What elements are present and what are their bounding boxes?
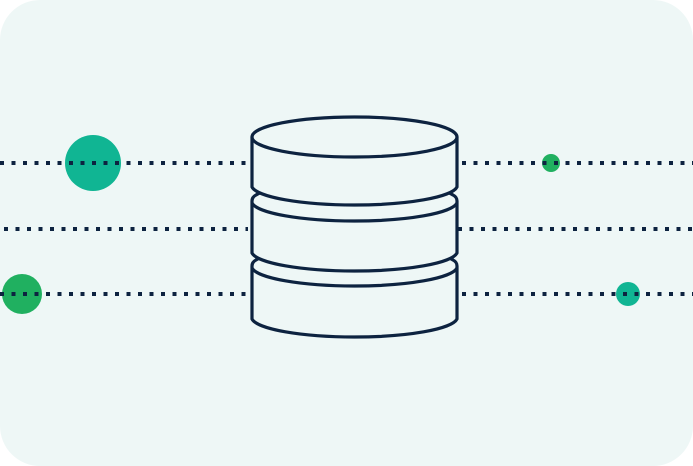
database-top-ellipse [250, 115, 459, 159]
teal-node-right [616, 282, 640, 306]
dotted-lines [0, 161, 693, 296]
database-icon [250, 115, 459, 339]
database-disk-middle-rim [250, 202, 459, 223]
database-disk-bottom-rim [250, 267, 459, 288]
green-node-small [542, 154, 560, 172]
green-node-left [2, 274, 42, 314]
